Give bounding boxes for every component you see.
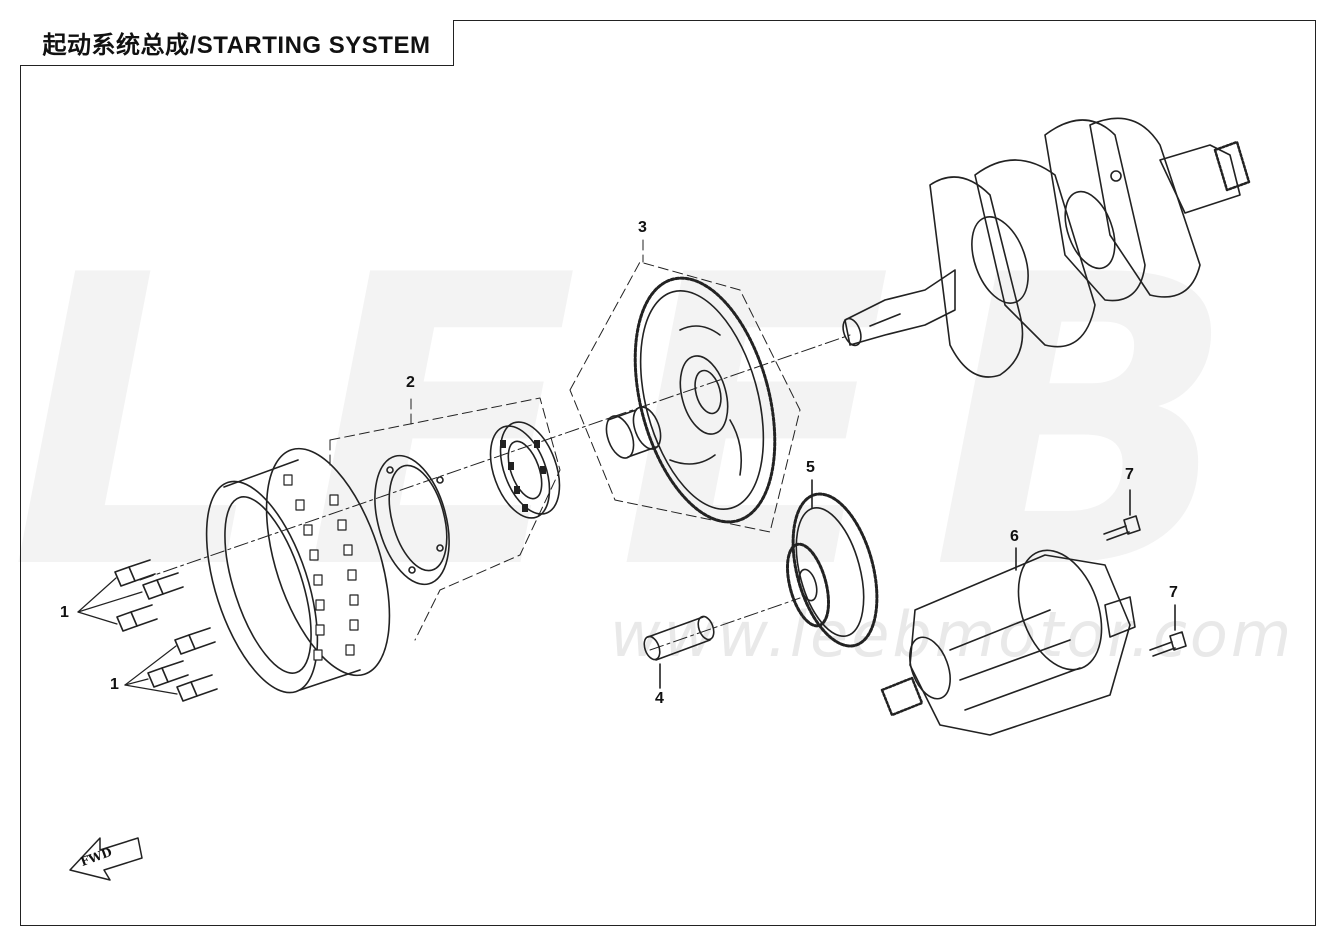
motor-icon xyxy=(880,547,1136,736)
callout-1b: 1 xyxy=(110,676,119,693)
clutch-plate xyxy=(374,454,450,586)
drawing-frame xyxy=(20,20,1316,926)
callout-7b: 7 xyxy=(1169,584,1178,601)
bolt-1c xyxy=(116,604,158,632)
callout-4: 4 xyxy=(655,690,664,707)
shaft-icon xyxy=(643,615,715,689)
gear-icon xyxy=(633,276,777,524)
bolt-icon xyxy=(1103,489,1187,657)
group-box-3 xyxy=(569,239,801,533)
crankshaft xyxy=(842,117,1251,378)
bolt-1e xyxy=(147,660,189,688)
bolt-1f xyxy=(176,674,218,702)
flywheel-rotor xyxy=(205,447,391,694)
callout-6: 6 xyxy=(1010,528,1019,545)
callout-5: 5 xyxy=(806,459,815,476)
bolt-1a xyxy=(114,559,156,587)
bolt-1b xyxy=(142,572,184,600)
bolt-7b xyxy=(1149,631,1187,657)
callout-3: 3 xyxy=(638,219,647,236)
page-title: 起动系统总成/STARTING SYSTEM xyxy=(20,20,454,66)
assembly-axis xyxy=(139,334,851,651)
clutch-icon xyxy=(489,421,561,519)
bolt-7a xyxy=(1103,515,1141,541)
idler-gear xyxy=(785,479,879,648)
fwd-arrow-icon xyxy=(69,837,143,881)
callout-2: 2 xyxy=(406,374,415,391)
leader-lines-1 xyxy=(77,577,178,695)
callout-7a: 7 xyxy=(1125,466,1134,483)
callout-1a: 1 xyxy=(60,604,69,621)
bolt-1d xyxy=(174,627,216,655)
group-box-2 xyxy=(329,393,561,641)
bolt-icon xyxy=(114,559,218,702)
